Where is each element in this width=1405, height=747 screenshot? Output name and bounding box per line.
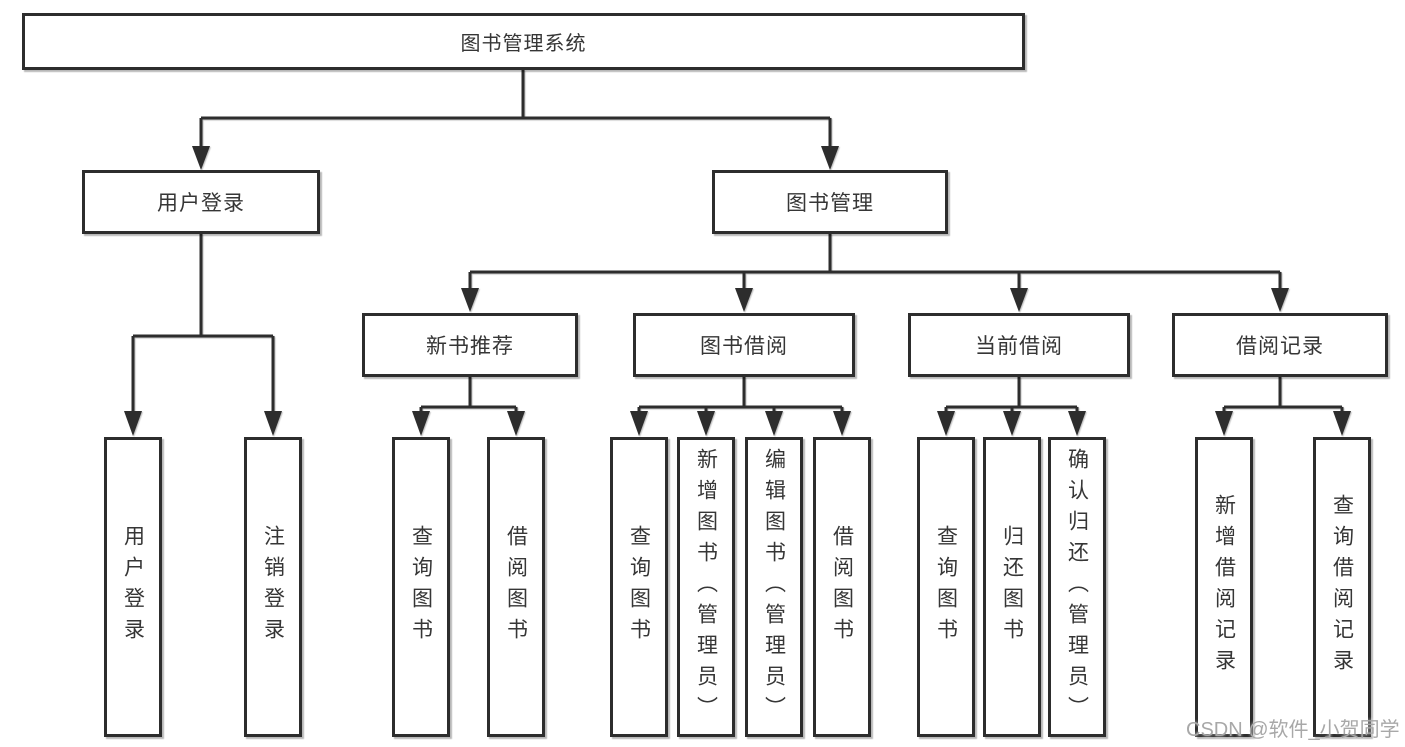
- leaf-add-borrow-record: 新增借阅记录: [1195, 437, 1253, 737]
- node-label: 图书管理系统: [460, 33, 587, 55]
- node-current-borrowing: 当前借阅: [908, 313, 1130, 377]
- node-label: 图书管理: [786, 192, 874, 215]
- arrowheads: [124, 146, 1351, 436]
- node-user-login: 用户登录: [82, 170, 320, 234]
- leaf-edit-books-admin: 编辑图书（管理员）: [745, 437, 803, 737]
- node-label: 借阅记录: [1236, 335, 1324, 358]
- node-label: 新增借阅记录: [1212, 494, 1236, 680]
- node-label: 查询借阅记录: [1330, 494, 1354, 680]
- leaf-query-borrow-record: 查询借阅记录: [1313, 437, 1371, 737]
- leaf-borrow-books-borrowing: 借阅图书: [813, 437, 871, 737]
- node-label: 编辑图书（管理员）: [762, 447, 786, 727]
- leaf-borrow-books-recommend: 借阅图书: [487, 437, 545, 737]
- node-label: 新增图书（管理员）: [694, 447, 718, 727]
- node-label: 查询图书: [934, 525, 958, 649]
- leaf-user-login: 用户登录: [104, 437, 162, 737]
- node-label: 用户登录: [121, 525, 145, 649]
- node-label: 查询图书: [409, 525, 433, 649]
- node-library-management-system: 图书管理系统: [22, 13, 1025, 70]
- node-new-book-recommend: 新书推荐: [362, 313, 578, 377]
- leaf-return-books: 归还图书: [983, 437, 1041, 737]
- leaf-query-books-recommend: 查询图书: [392, 437, 450, 737]
- node-book-borrowing: 图书借阅: [633, 313, 855, 377]
- node-label: 图书借阅: [700, 335, 788, 358]
- node-label: 借阅图书: [830, 525, 854, 649]
- node-label: 查询图书: [627, 525, 651, 649]
- csdn-watermark: CSDN @软件_小贺同学: [1186, 719, 1400, 741]
- node-label: 确认归还（管理员）: [1065, 447, 1089, 727]
- node-label: 新书推荐: [426, 335, 514, 358]
- leaf-add-books-admin: 新增图书（管理员）: [677, 437, 735, 737]
- node-label: 当前借阅: [975, 335, 1063, 358]
- node-book-management: 图书管理: [712, 170, 948, 234]
- node-label: 用户登录: [157, 192, 245, 215]
- node-label: 借阅图书: [504, 525, 528, 649]
- node-label: 归还图书: [1000, 525, 1024, 649]
- leaf-confirm-return-admin: 确认归还（管理员）: [1048, 437, 1106, 737]
- node-borrowing-records: 借阅记录: [1172, 313, 1388, 377]
- leaf-logout: 注销登录: [244, 437, 302, 737]
- leaf-query-books-current: 查询图书: [917, 437, 975, 737]
- leaf-query-books-borrowing: 查询图书: [610, 437, 668, 737]
- node-label: 注销登录: [261, 525, 285, 649]
